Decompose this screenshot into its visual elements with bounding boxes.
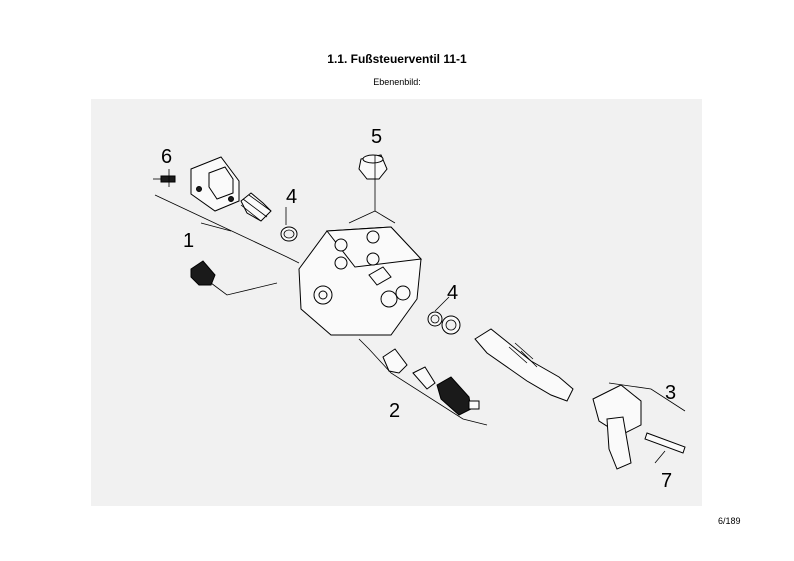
callout-7: 7 [661, 470, 672, 492]
flange-cover [190, 156, 240, 212]
valve-spool [474, 328, 574, 402]
callout-6: 6 [161, 146, 172, 168]
callout-5: 5 [371, 126, 382, 148]
part-2-assembly [382, 348, 480, 416]
valve-body [298, 226, 423, 336]
exploded-view-svg: 6 1 4 5 4 2 3 7 [153, 126, 686, 492]
side-plug [190, 260, 216, 286]
part-3-actuator [592, 384, 642, 470]
leader-lines [154, 155, 686, 464]
exploded-view-drawing: 6 1 4 5 4 2 3 7 [91, 99, 702, 506]
part-6-screw [153, 175, 176, 183]
callout-1: 1 [183, 230, 194, 252]
page-number: 6/189 [718, 516, 741, 526]
callout-2: 2 [389, 400, 400, 422]
callout-4-upper: 4 [286, 186, 297, 208]
callout-4-lower: 4 [447, 282, 458, 304]
spring [240, 192, 272, 222]
figure-caption: Ebenenbild: [373, 77, 421, 87]
callout-3: 3 [665, 382, 676, 404]
page-title: 1.1. Fußsteuerventil 11-1 [327, 52, 467, 66]
part-7-pin [644, 432, 686, 454]
part-5-plug [358, 154, 388, 180]
